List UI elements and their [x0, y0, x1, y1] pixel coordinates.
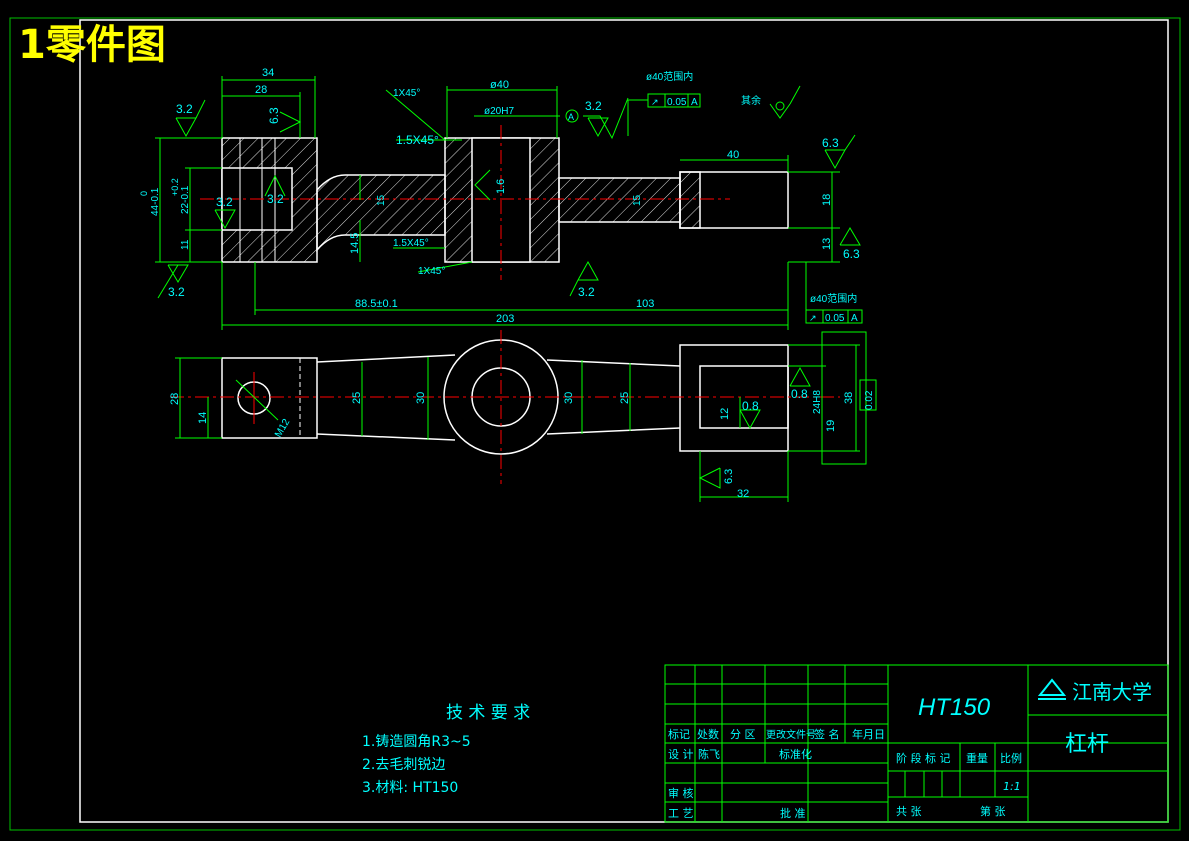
rough-3-2-top-left: 3.2	[176, 102, 193, 116]
tb-process: 工 艺	[668, 807, 694, 820]
top-dim-12: 12	[719, 408, 731, 420]
rough-3-2-slot-right: 3.2	[267, 192, 284, 206]
top-tol-002: 0.02	[864, 390, 875, 410]
dim-18: 18	[821, 194, 833, 206]
section-dimensions	[155, 76, 863, 330]
tol1-symbol: ↗	[651, 97, 659, 107]
tb-school: 江南大学	[1072, 680, 1152, 704]
tech-requirements: 技 术 要 求 1.铸造圆角R3~5 2.去毛刺锐边 3.材料: HT150	[362, 703, 530, 796]
tb-count: 处数	[697, 728, 719, 741]
tb-change-doc: 更改文件号	[766, 728, 816, 741]
tol2-value: 0.05	[825, 313, 845, 324]
inner-border	[79, 19, 1169, 823]
tb-design-label: 设 计	[668, 748, 694, 761]
dim-phi20h7: ø20H7	[484, 106, 514, 117]
rough-6-3-right-bottom: 6.3	[843, 247, 860, 261]
tb-review: 审 核	[668, 786, 694, 800]
school-logo-icon	[1037, 678, 1067, 700]
dim-22-upper: +0.2	[170, 178, 180, 196]
tol2-note: ø40范围内	[810, 292, 857, 305]
tol1-value: 0.05	[667, 97, 687, 108]
right-arm	[558, 177, 681, 223]
tb-designer: 陈飞	[698, 747, 720, 761]
tb-approve: 批 准	[780, 806, 806, 820]
tb-zone: 分 区	[730, 728, 756, 741]
tol2-ref: A	[851, 313, 858, 324]
title-block	[664, 664, 1169, 823]
tb-mark: 标记	[668, 727, 690, 741]
dim-88-5: 88.5±0.1	[355, 298, 398, 310]
page-title: 1零件图	[18, 22, 166, 68]
chamfer-1x45-bottom: 1X45°	[418, 266, 445, 277]
tol2-symbol: ↗	[809, 313, 817, 323]
tol1-ref: A	[691, 97, 698, 108]
chamfer-15x45-bottom: 1.5X45°	[393, 238, 429, 249]
rough-3-2-hub: 3.2	[585, 99, 602, 113]
top-dim-14: 14	[197, 412, 209, 424]
tb-weight: 重量	[966, 751, 988, 765]
top-dim-28: 28	[169, 393, 181, 405]
roughness-others: 其余	[741, 94, 761, 107]
top-dimensions	[175, 331, 877, 502]
top-dim-19: 19	[825, 420, 837, 432]
dim-15-left: 15	[376, 194, 387, 206]
tb-total-sheets: 共 张	[896, 805, 922, 818]
tech-title: 技 术 要 求	[446, 703, 530, 723]
dim-103: 103	[636, 298, 654, 310]
top-dim-30-left: 30	[415, 392, 427, 404]
tb-sign: 签 名	[814, 727, 840, 741]
tb-material: HT150	[918, 694, 991, 721]
section-view	[200, 125, 789, 280]
dim-11: 11	[180, 239, 191, 250]
tech-item-3: 3.材料: HT150	[362, 780, 458, 796]
top-right-fork	[679, 344, 789, 452]
datum-a: A	[568, 112, 574, 122]
rough-6-3-top: 6.3	[267, 107, 281, 124]
rough-3-2-bottom: 3.2	[578, 285, 595, 299]
outer-border	[9, 17, 1181, 831]
tb-date: 年月日	[852, 727, 885, 741]
tb-scale-label: 比例	[1000, 751, 1022, 765]
top-left-boss	[221, 357, 318, 439]
tech-item-2: 2.去毛刺锐边	[362, 757, 445, 773]
roughness-symbols	[157, 85, 861, 299]
tech-item-1: 1.铸造圆角R3~5	[362, 734, 471, 750]
top-dim-32: 32	[737, 488, 749, 500]
dim-22: 22-0.1	[180, 185, 191, 214]
dim-40-right: 40	[727, 149, 739, 161]
dim-44-upper: 0	[139, 191, 149, 196]
tol1-note: ø40范围内	[646, 70, 693, 83]
thread-m12: M12	[273, 417, 292, 440]
top-dim-38: 38	[843, 392, 855, 404]
tb-scale-value: 1:1	[1003, 780, 1021, 793]
top-dim-25-right: 25	[619, 392, 631, 404]
rough-3-2-slot: 3.2	[216, 195, 233, 209]
tb-stage: 阶 段 标 记	[896, 751, 951, 765]
tb-standardize: 标准化	[779, 747, 812, 761]
rough-1-6: 1.6	[495, 179, 507, 194]
top-view	[170, 330, 840, 484]
dim-14-5: 14.5	[349, 233, 361, 254]
dim-13: 13	[821, 238, 833, 250]
dim-28: 28	[255, 84, 267, 96]
dim-44: 44-0.1	[150, 187, 161, 216]
top-dim-30-right: 30	[563, 392, 575, 404]
rough-0-8-left: 0.8	[742, 399, 759, 413]
top-rough-6-3: 6.3	[723, 469, 735, 484]
rough-6-3-right-top: 6.3	[822, 136, 839, 150]
rough-0-8-right: 0.8	[791, 387, 808, 401]
dim-phi40: ø40	[490, 79, 509, 91]
rough-3-2-bottom-left: 3.2	[168, 285, 185, 299]
chamfer-15x45-top: 1.5X45°	[396, 133, 439, 147]
top-dim-24h8: 24H8	[812, 390, 823, 414]
tb-sheet-no: 第 张	[980, 804, 1006, 818]
chamfer-1x45-top: 1X45°	[393, 88, 420, 99]
tb-part-name: 杠杆	[1065, 732, 1109, 757]
top-dim-25-left: 25	[351, 392, 363, 404]
dim-34: 34	[262, 67, 274, 79]
dim-15-right: 15	[632, 194, 643, 206]
dim-203: 203	[496, 313, 514, 325]
